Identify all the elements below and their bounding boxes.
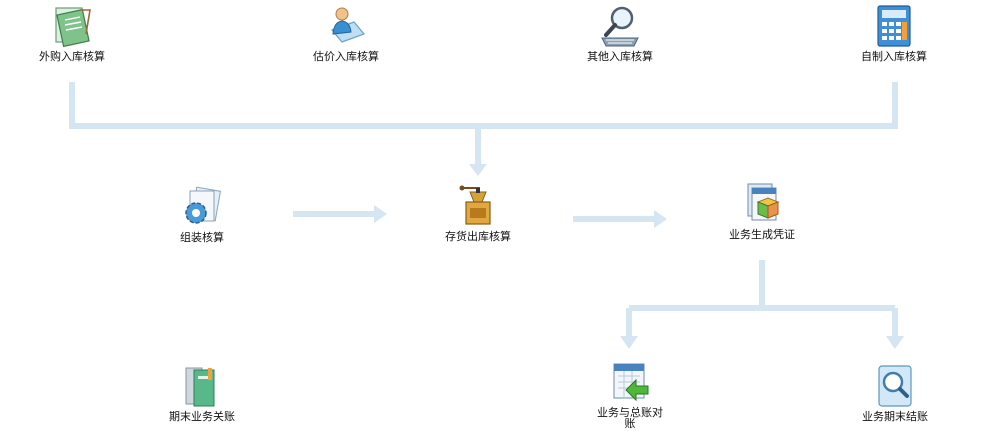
- arrowhead-to-outbound: [469, 164, 487, 176]
- node-label: 外购入库核算: [39, 50, 105, 63]
- user-document-icon: [330, 7, 366, 43]
- calendar-box-icon: [747, 183, 780, 221]
- node-label: 存货出库核算: [445, 230, 511, 243]
- gear-document-icon: [185, 186, 222, 224]
- node-outbound[interactable]: 存货出库核算: [434, 184, 522, 242]
- calendar-arrow-icon: [613, 363, 649, 402]
- node-self-made-inbound[interactable]: 自制入库核算: [850, 4, 938, 62]
- node-label: 业务生成凭证: [729, 228, 795, 241]
- node-label: 期末业务关账: [169, 410, 235, 423]
- connector-inbound-bus: [69, 82, 898, 129]
- ledger-icon: [55, 7, 91, 48]
- node-label: 业务与总账对账: [597, 406, 663, 430]
- node-period-end[interactable]: 业务期末结账: [851, 364, 939, 422]
- node-estimate-inbound[interactable]: 估价入库核算: [302, 4, 390, 62]
- node-other-inbound[interactable]: 其他入库核算: [576, 4, 664, 62]
- node-voucher[interactable]: 业务生成凭证: [718, 182, 806, 240]
- node-label: 其他入库核算: [587, 50, 653, 63]
- books-icon: [185, 367, 215, 407]
- calculator-icon: [877, 5, 911, 47]
- node-period-close[interactable]: 期末业务关账: [158, 364, 246, 422]
- connector-voucher-split: [626, 260, 898, 336]
- search-document-icon: [878, 365, 912, 407]
- node-label: 业务期末结账: [862, 410, 928, 423]
- node-assembly[interactable]: 组装核算: [158, 185, 246, 243]
- node-label: 估价入库核算: [313, 50, 379, 63]
- node-label: 自制入库核算: [861, 50, 927, 63]
- magnifier-keyboard-icon: [601, 6, 639, 47]
- node-purchase-inbound[interactable]: 外购入库核算: [28, 4, 116, 62]
- node-reconcile[interactable]: 业务与总账对账: [586, 360, 674, 429]
- node-label: 组装核算: [180, 231, 224, 244]
- grinder-icon: [459, 185, 491, 225]
- arrowhead-voucher: [654, 210, 667, 228]
- arrowhead-period-end: [886, 336, 904, 349]
- arrowhead-reconcile: [620, 336, 638, 349]
- arrowhead-assembly: [374, 205, 387, 223]
